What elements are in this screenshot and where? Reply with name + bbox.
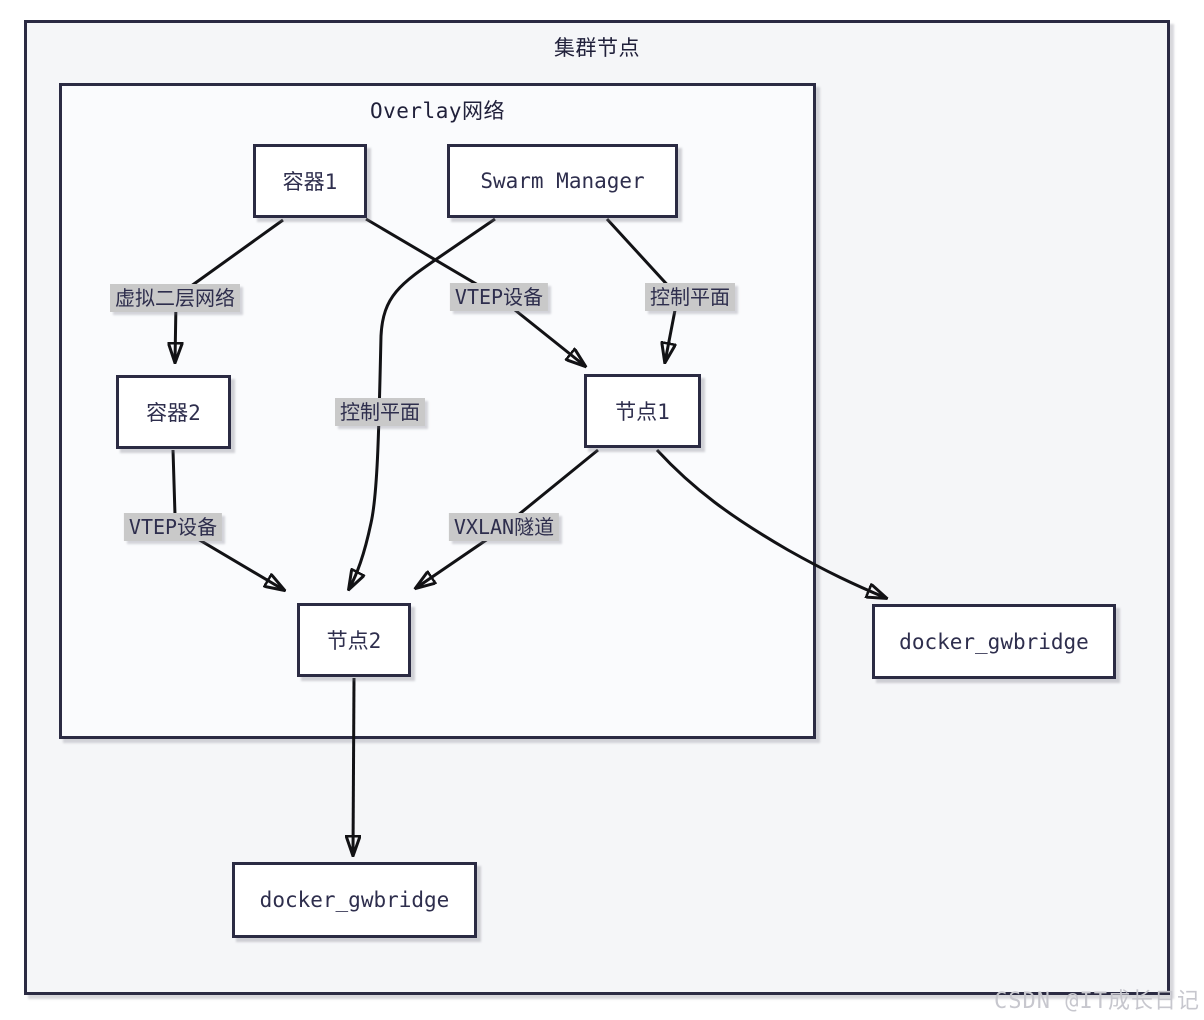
node-container2: 容器2 bbox=[116, 375, 231, 449]
node-docker-gwbridge-bottom: docker_gwbridge bbox=[232, 862, 477, 938]
edge-node2-to-docker-gwbridge-bottom bbox=[353, 677, 354, 855]
node-swarm-manager: Swarm Manager bbox=[447, 144, 678, 218]
cluster-node-title: 集群节点 bbox=[554, 36, 640, 60]
node-node2-label: 节点2 bbox=[326, 629, 382, 653]
edge-label-control-plane-middle: 控制平面 bbox=[335, 398, 425, 426]
node-container1: 容器1 bbox=[253, 144, 367, 218]
edge-label-vtep-device-top: VTEP设备 bbox=[449, 283, 549, 311]
csdn-watermark: CSDN @IT成长日记 bbox=[994, 989, 1200, 1014]
node-node1-label: 节点1 bbox=[615, 400, 670, 424]
node-container2-label: 容器2 bbox=[146, 401, 201, 425]
node-container1-label: 容器1 bbox=[282, 170, 338, 194]
edge-label-vtep-device-left: VTEP设备 bbox=[123, 513, 223, 541]
node-docker-gwbridge-right: docker_gwbridge bbox=[872, 604, 1116, 679]
node-node2: 节点2 bbox=[297, 603, 411, 677]
node-docker-gwbridge-right-label: docker_gwbridge bbox=[899, 629, 1089, 654]
edge-swarm-manager-to-node2 bbox=[349, 217, 496, 589]
node-node1: 节点1 bbox=[584, 374, 701, 448]
edge-node1-to-docker-gwbridge-right bbox=[655, 448, 886, 598]
edge-label-vxlan-tunnel: VXLAN隧道 bbox=[448, 513, 560, 541]
node-docker-gwbridge-bottom-label: docker_gwbridge bbox=[259, 888, 450, 912]
edge-label-virtual-l2-network: 虚拟二层网络 bbox=[110, 284, 240, 312]
overlay-network-title: Overlay网络 bbox=[369, 99, 505, 123]
node-swarm-manager-label: Swarm Manager bbox=[480, 169, 645, 193]
edge-label-control-plane-right: 控制平面 bbox=[645, 283, 735, 311]
